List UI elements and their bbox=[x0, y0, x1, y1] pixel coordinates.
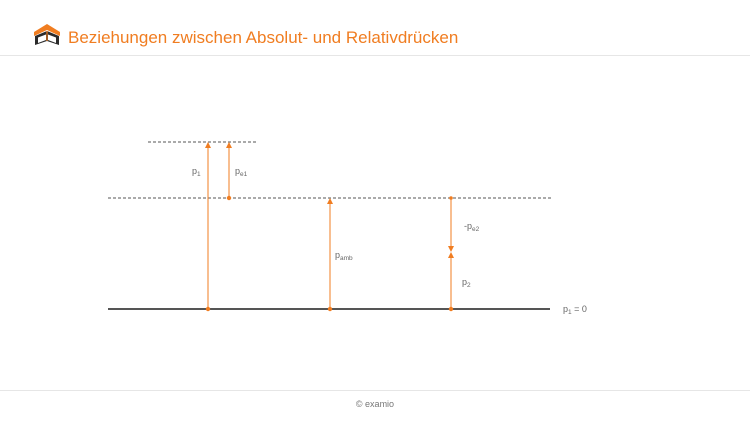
page-title: Beziehungen zwischen Absolut- und Relati… bbox=[68, 28, 459, 47]
pamb-label: pamb bbox=[335, 250, 353, 262]
p1-arrow-base-dot bbox=[205, 306, 211, 312]
header: Beziehungen zwischen Absolut- und Relati… bbox=[0, 0, 750, 56]
pamb-arrow-base-dot bbox=[327, 306, 333, 312]
footer-copyright: © examio bbox=[355, 399, 395, 409]
footer-divider bbox=[0, 390, 750, 391]
examio-logo-icon bbox=[34, 24, 60, 45]
p2-arrow-base-dot bbox=[448, 306, 454, 312]
pe2-label: -pe2 bbox=[464, 221, 480, 233]
pe1-arrow-base-dot bbox=[226, 195, 232, 201]
pe2-arrow-base-dot bbox=[449, 196, 453, 200]
pe1-label: pe1 bbox=[235, 166, 248, 178]
baseline-label: p1 = 0 bbox=[563, 304, 587, 316]
p2-label: p2 bbox=[462, 277, 471, 289]
p1-label: p1 bbox=[192, 166, 201, 178]
